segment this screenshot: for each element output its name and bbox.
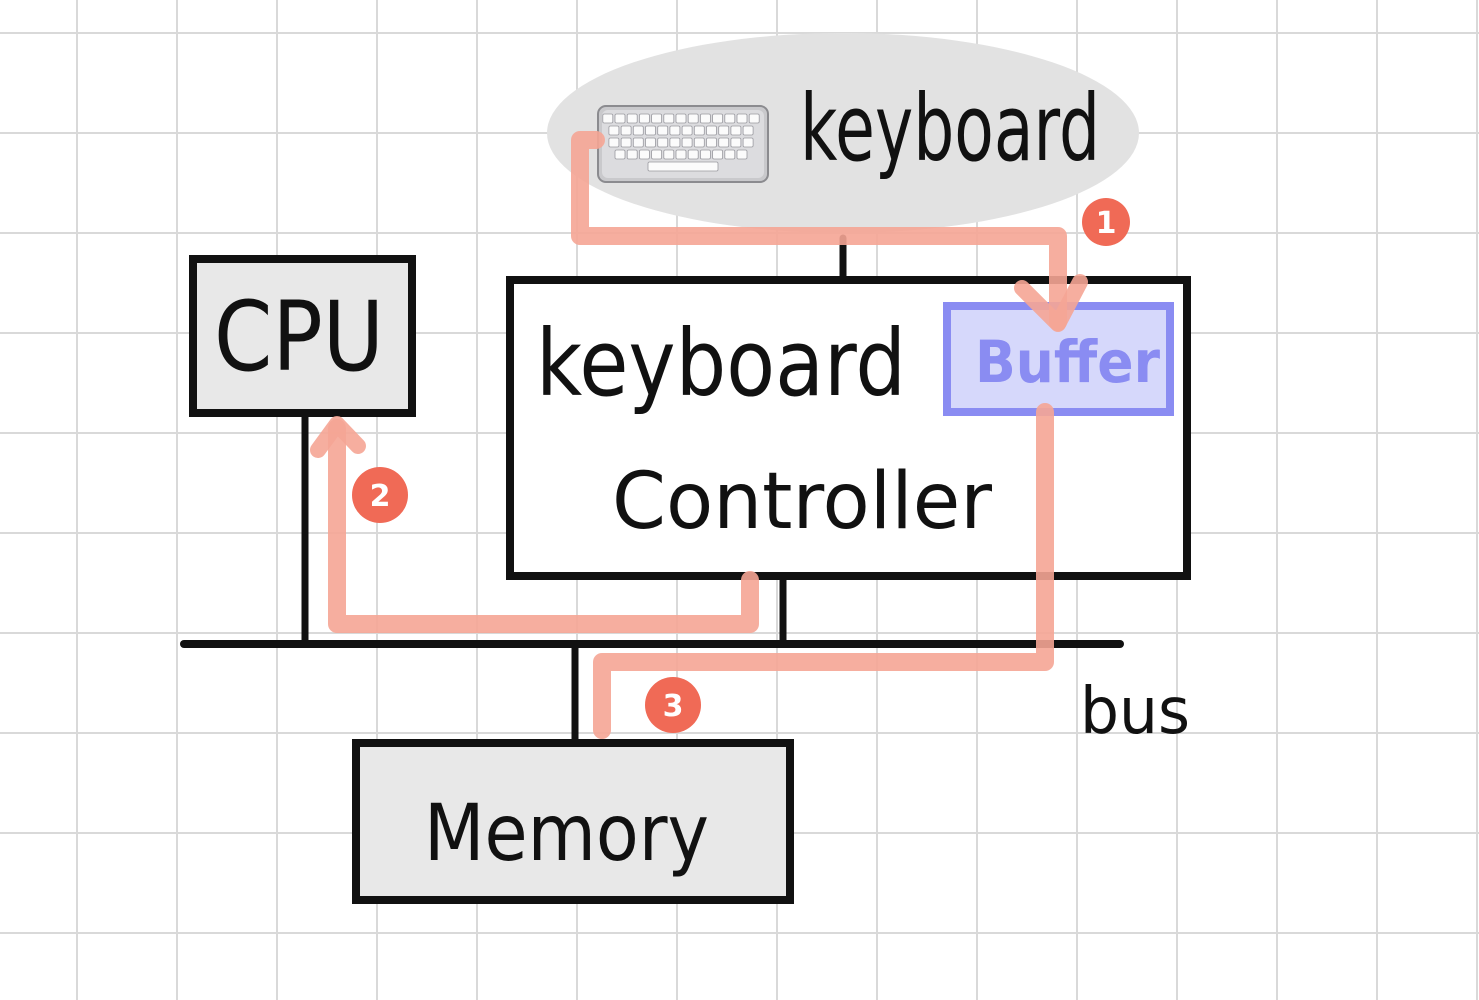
memory-box [352,739,794,904]
keyboard-device-label: keyboard [800,75,1100,182]
keyboard-key [718,137,730,148]
keyboard-key [639,113,650,124]
keyboard-key [669,125,681,136]
keyboard-spacebar [647,161,719,172]
keyboard-key [645,137,656,148]
step-badge-3: 3 [645,677,701,733]
flow-arrowhead-2 [310,416,366,458]
keyboard-key [620,125,632,136]
keyboard-key [730,137,742,148]
keyboard-key [730,125,742,136]
keyboard-key [687,113,699,124]
keyboard-key [651,149,662,160]
flow-path-1 [571,131,1067,331]
buffer-label: Buffer [975,328,1160,396]
keyboard-key [669,137,681,148]
keyboard-key [687,149,699,160]
keyboard-key [742,125,754,136]
keyboard-key [675,149,687,160]
keyboard-key [706,125,717,136]
keyboard-key [657,137,669,148]
memory-label: Memory [424,789,709,879]
flow-path-2 [328,419,759,633]
keyboard-key [736,113,748,124]
step-badge-2: 2 [352,467,408,523]
keyboard-key [663,113,675,124]
keyboard-key [693,137,705,148]
flow-arrowhead-1 [1014,274,1088,332]
cpu-label: CPU [214,281,384,393]
keyboard-key [700,113,711,124]
keyboard-key [700,149,711,160]
keyboard-key [608,137,620,148]
keyboard-key [608,125,620,136]
keyboard-key [632,137,644,148]
keyboard-icon [597,105,769,183]
keyboard-key [657,125,669,136]
keyboard-key [736,149,748,160]
bus-label: bus [1080,675,1190,749]
controller-label-line2: Controller [612,457,993,547]
keyboard-key [614,113,626,124]
step-badge-3-label: 3 [663,689,684,724]
keyboard-key [675,113,687,124]
keyboard-key [651,113,662,124]
keyboard-key [742,137,754,148]
keyboard-key [681,137,693,148]
step-badge-1: 1 [1082,198,1130,246]
keyboard-key [712,149,723,160]
keyboard-key [706,137,717,148]
keyboard-key [748,113,760,124]
keyboard-key [620,137,632,148]
keyboard-key [724,149,736,160]
keyboard-key [626,149,638,160]
keyboard-key [614,149,626,160]
controller-label-line1: keyboard [536,310,906,417]
keyboard-key [663,149,675,160]
keyboard-key [645,125,656,136]
step-badge-1-label: 1 [1096,206,1117,241]
keyboard-key [712,113,723,124]
flow-path-3 [593,403,1054,739]
keyboard-keys [602,113,760,172]
keyboard-key [632,125,644,136]
keyboard-key [639,149,650,160]
keyboard-key [602,113,614,124]
keyboard-key [681,125,693,136]
step-badge-2-label: 2 [370,479,391,514]
keyboard-key [693,125,705,136]
keyboard-key [718,125,730,136]
keyboard-key [724,113,736,124]
keyboard-key [626,113,638,124]
